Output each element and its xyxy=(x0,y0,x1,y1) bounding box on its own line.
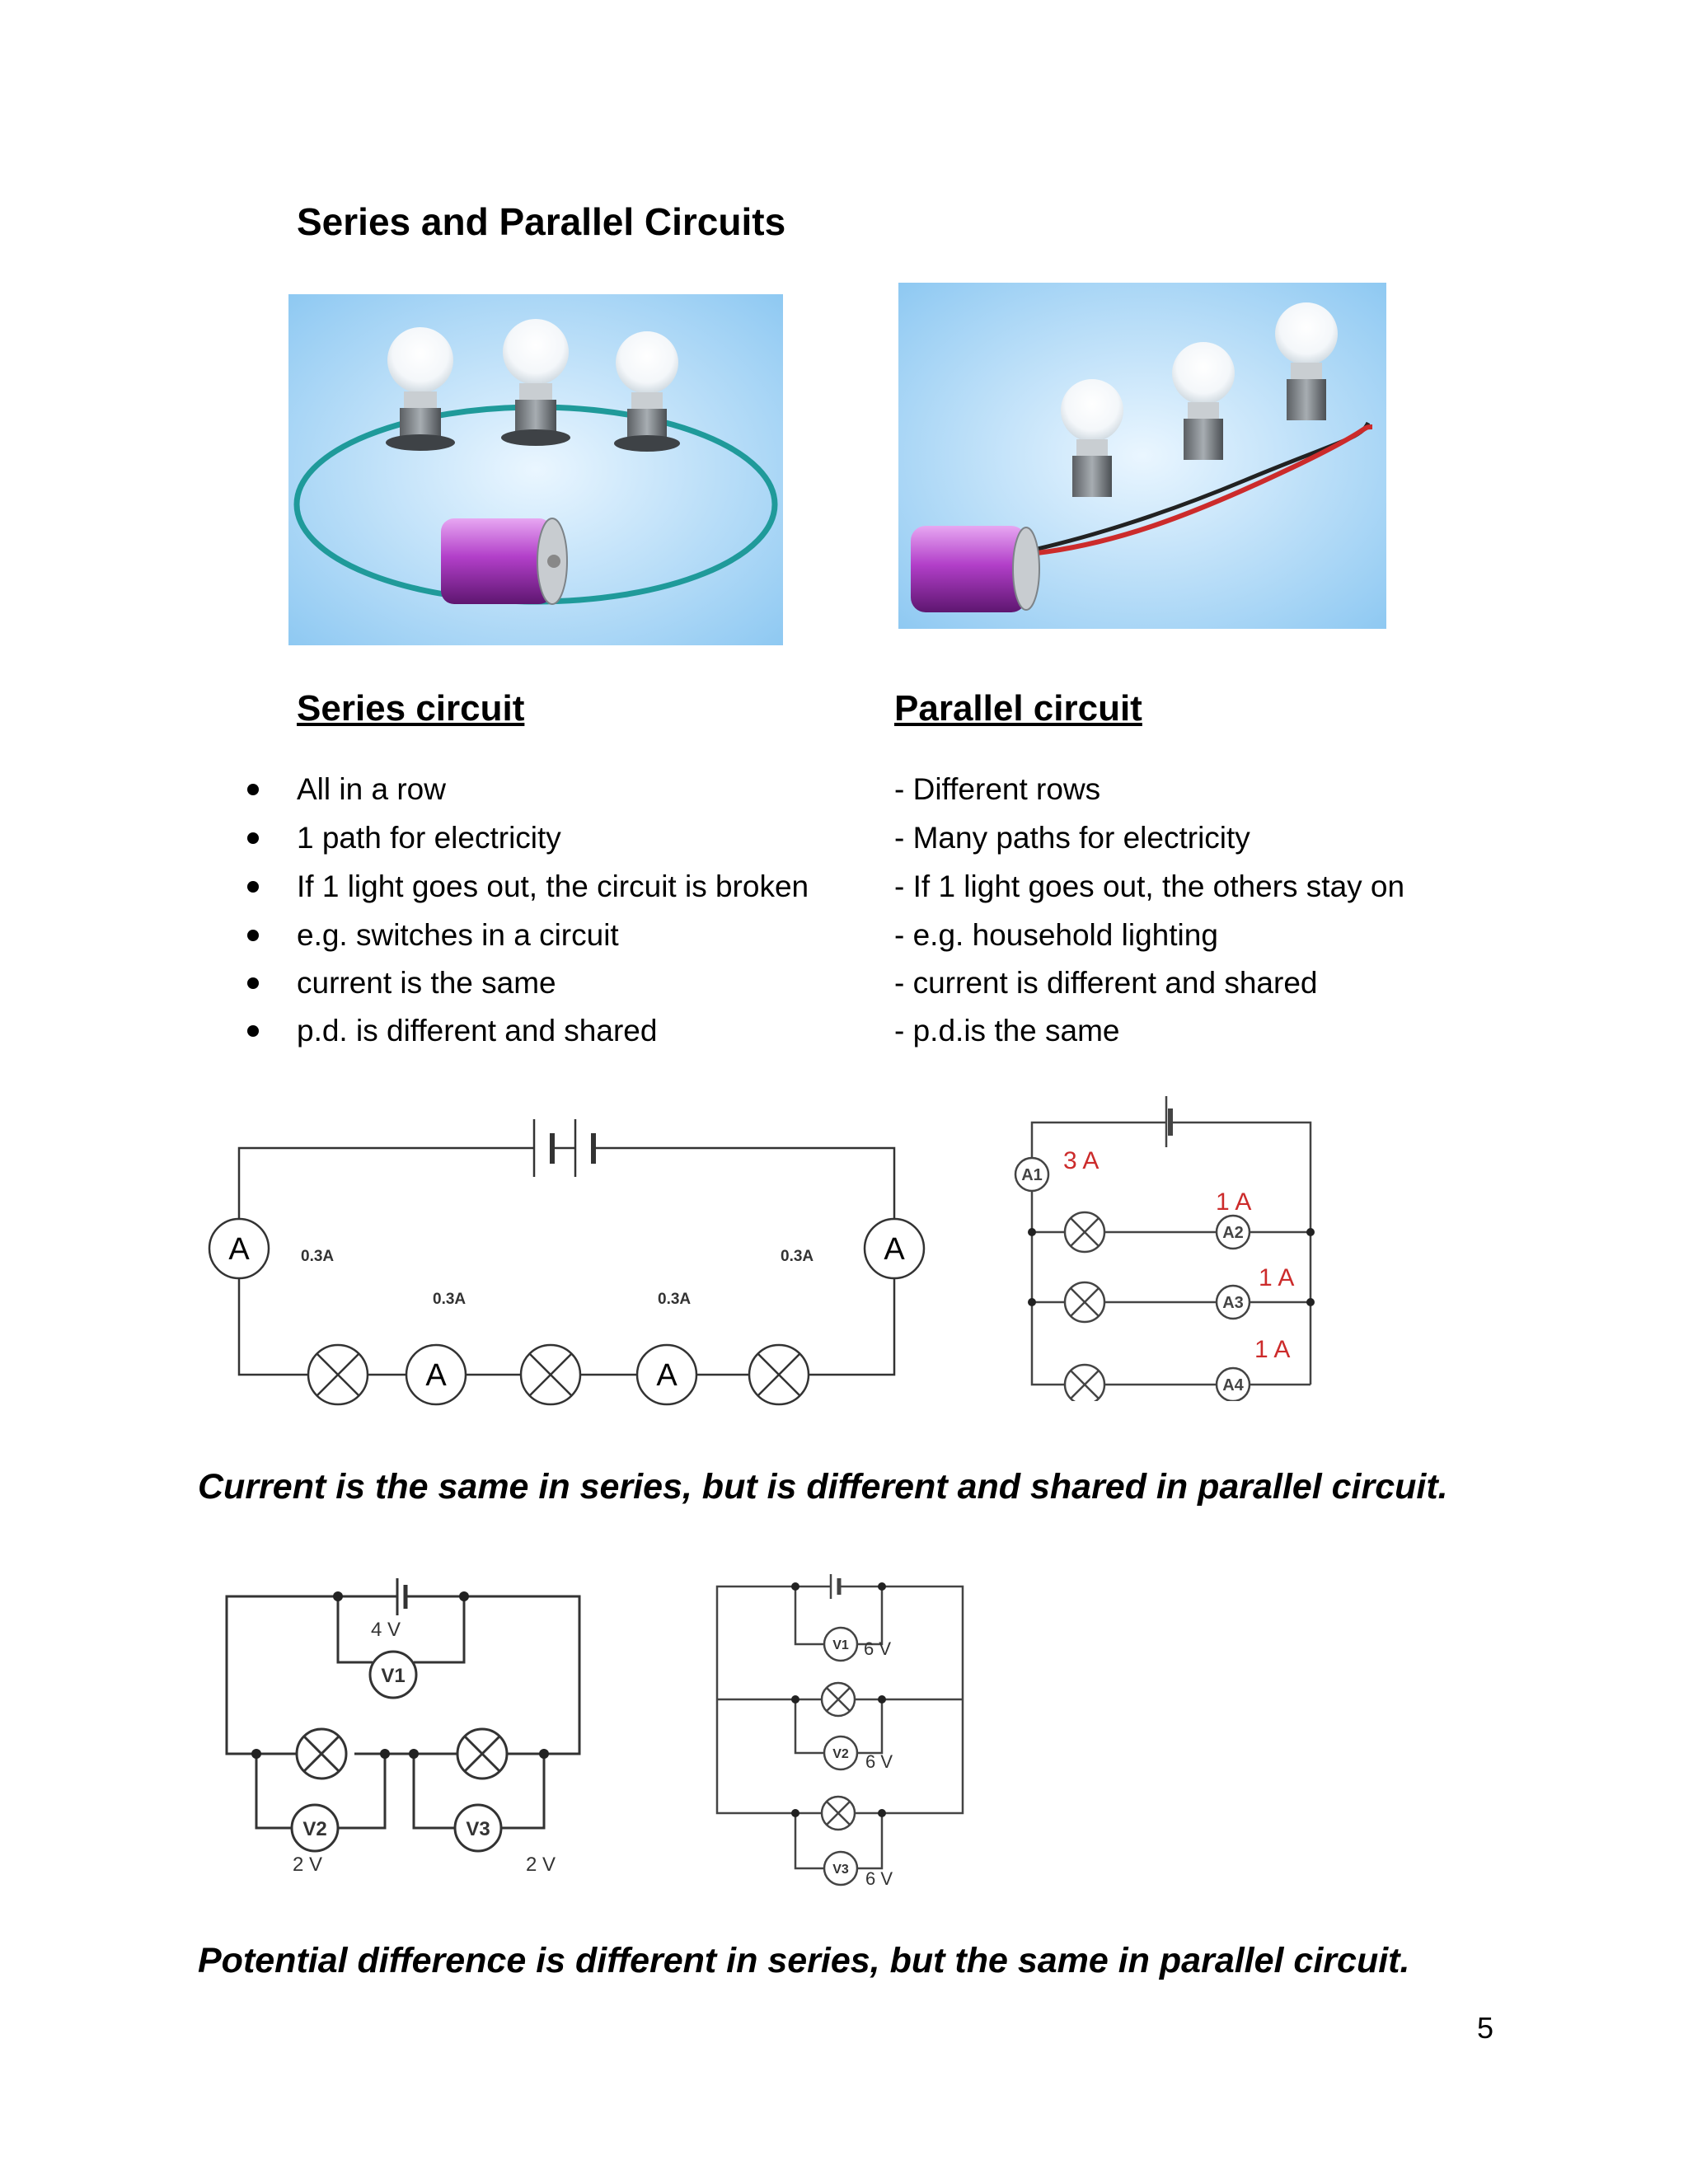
pd-caption: Potential difference is different in ser… xyxy=(198,1941,1410,1980)
list-item: - p.d.is the same xyxy=(894,1014,1120,1047)
bulb xyxy=(501,319,570,446)
series-current-diagram: A A A A 0.3A 0.3A 0.3A 0.3A xyxy=(208,1119,926,1406)
svg-text:A: A xyxy=(656,1358,678,1393)
svg-text:V3: V3 xyxy=(466,1818,490,1840)
svg-text:A: A xyxy=(884,1232,905,1267)
bulb xyxy=(614,331,680,452)
voltage-reading: 6 V xyxy=(865,1751,893,1772)
parallel-heading: Parallel circuit xyxy=(894,688,1142,729)
ammeter: A xyxy=(405,1343,467,1406)
voltage-reading: 4 V xyxy=(371,1619,401,1641)
parallel-current-diagram: A1 A2 A3 A4 3 A 1 A 1 A 1 A xyxy=(1014,1096,1315,1401)
series-heading: Series circuit xyxy=(297,688,525,729)
current-reading: 0.3A xyxy=(301,1248,334,1265)
list-item: e.g. switches in a circuit xyxy=(297,918,619,952)
page-title: Series and Parallel Circuits xyxy=(297,200,786,243)
bullet xyxy=(247,881,259,893)
parallel-voltage-diagram: V1 V2 V3 6 V 6 V 6 V xyxy=(715,1574,964,1889)
ammeter: A xyxy=(208,1217,270,1280)
parallel-circuit-illustration xyxy=(898,283,1386,629)
battery xyxy=(441,518,568,605)
list-item: - Many paths for electricity xyxy=(894,821,1250,855)
current-reading: 1 A xyxy=(1259,1264,1294,1291)
current-caption: Current is the same in series, but is di… xyxy=(198,1467,1448,1507)
list-item: - Different rows xyxy=(894,772,1101,806)
list-item: If 1 light goes out, the circuit is brok… xyxy=(297,869,809,903)
voltage-reading: 2 V xyxy=(293,1854,322,1876)
bulb xyxy=(1061,379,1123,497)
voltage-reading: 6 V xyxy=(865,1868,893,1889)
ammeter: A xyxy=(863,1217,926,1280)
svg-text:A1: A1 xyxy=(1021,1166,1043,1184)
list-item: 1 path for electricity xyxy=(297,821,561,855)
list-item: p.d. is different and shared xyxy=(297,1014,658,1047)
current-reading: 0.3A xyxy=(658,1291,691,1308)
voltmeter: V3 xyxy=(453,1803,503,1853)
ammeter: A xyxy=(635,1343,698,1406)
ammeter: A4 xyxy=(1215,1366,1251,1401)
lamp xyxy=(748,1343,810,1406)
svg-text:A3: A3 xyxy=(1222,1294,1244,1312)
current-reading: 1 A xyxy=(1254,1336,1290,1363)
current-reading: 3 A xyxy=(1063,1147,1099,1174)
bullet xyxy=(247,930,259,941)
list-item: - e.g. household lighting xyxy=(894,918,1218,952)
lamp xyxy=(307,1343,369,1406)
list-item: All in a row xyxy=(297,772,446,806)
bullet xyxy=(247,977,259,989)
list-item: current is the same xyxy=(297,966,556,1000)
lamp xyxy=(456,1727,509,1780)
current-reading: 0.3A xyxy=(433,1291,466,1308)
svg-text:A: A xyxy=(228,1232,250,1267)
svg-text:A: A xyxy=(425,1358,447,1393)
ammeter: A3 xyxy=(1215,1284,1251,1320)
bullet xyxy=(247,784,259,795)
voltmeter: V3 xyxy=(823,1850,859,1886)
svg-text:A4: A4 xyxy=(1222,1376,1244,1394)
lamp xyxy=(820,1795,856,1831)
svg-text:V2: V2 xyxy=(832,1747,849,1761)
svg-text:A2: A2 xyxy=(1222,1224,1244,1242)
bulb xyxy=(386,327,455,451)
ammeter: A1 xyxy=(1014,1156,1050,1193)
current-reading: 0.3A xyxy=(781,1248,814,1265)
voltmeter: V1 xyxy=(823,1626,859,1662)
list-item: - If 1 light goes out, the others stay o… xyxy=(894,869,1405,903)
voltmeter: V2 xyxy=(290,1803,340,1853)
bulb xyxy=(1275,302,1338,420)
ammeter: A2 xyxy=(1215,1214,1251,1250)
page-number: 5 xyxy=(1476,2011,1493,2045)
lamp xyxy=(1063,1363,1106,1401)
svg-text:V3: V3 xyxy=(832,1863,849,1877)
battery xyxy=(911,526,1040,612)
lamp xyxy=(295,1727,348,1780)
current-reading: 1 A xyxy=(1216,1188,1251,1216)
series-circuit-illustration xyxy=(288,294,783,645)
svg-text:V1: V1 xyxy=(832,1638,849,1652)
lamp xyxy=(519,1343,582,1406)
svg-text:V2: V2 xyxy=(302,1818,326,1840)
voltmeter: V1 xyxy=(368,1650,418,1699)
bulb xyxy=(1172,342,1235,460)
svg-text:V1: V1 xyxy=(381,1665,405,1687)
voltmeter: V2 xyxy=(823,1735,859,1771)
bullet xyxy=(247,1025,259,1037)
voltage-reading: 6 V xyxy=(864,1638,891,1659)
lamp xyxy=(1063,1281,1106,1324)
voltage-reading: 2 V xyxy=(526,1854,556,1876)
bullet xyxy=(247,832,259,844)
lamp xyxy=(1063,1211,1106,1254)
lamp xyxy=(820,1681,856,1718)
series-voltage-diagram: V1 V2 V3 4 V 2 V 2 V xyxy=(225,1578,581,1876)
list-item: - current is different and shared xyxy=(894,966,1318,1000)
